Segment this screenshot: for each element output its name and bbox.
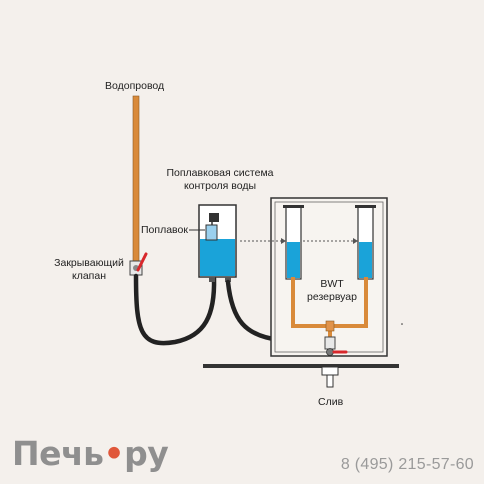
logo-text-part2: ру	[124, 434, 169, 473]
bwt-column-left	[283, 205, 304, 280]
float	[205, 224, 218, 241]
floor	[203, 364, 399, 368]
bwt-label-line1: BWT	[320, 278, 344, 290]
marker-dot	[401, 323, 403, 325]
bwt-label: BWT резервуар	[296, 278, 368, 304]
drain-outlet	[321, 366, 339, 388]
logo-dot: •	[103, 434, 125, 473]
drain-label: Слив	[318, 396, 344, 408]
float-system-label: Поплавковая система контроля воды	[160, 167, 280, 193]
drain-valve	[324, 336, 348, 356]
water-supply-label: Водопровод	[105, 80, 165, 92]
shutoff-valve-label-line2: клапан	[71, 270, 106, 282]
water-supply-pipe	[132, 95, 140, 263]
shutoff-valve	[129, 252, 148, 276]
phone-number: 8 (495) 215-57-60	[340, 456, 474, 473]
hose-valve-to-float	[133, 273, 217, 346]
flow-arrows	[240, 238, 358, 244]
pipe-junction	[325, 320, 335, 332]
float-system-label-line1: Поплавковая система	[166, 167, 274, 179]
company-logo: Печь•ру	[12, 434, 169, 473]
float-control-system	[198, 204, 237, 282]
logo-text-part1: Печь	[12, 434, 104, 473]
bwt-label-line2: резервуар	[307, 291, 357, 303]
float-label: Поплавок	[141, 224, 188, 236]
shutoff-valve-label: Закрывающий клапан	[50, 257, 128, 283]
bwt-column-right	[355, 205, 376, 280]
shutoff-valve-label-line1: Закрывающий	[54, 257, 124, 269]
float-system-label-line2: контроля воды	[183, 180, 257, 192]
